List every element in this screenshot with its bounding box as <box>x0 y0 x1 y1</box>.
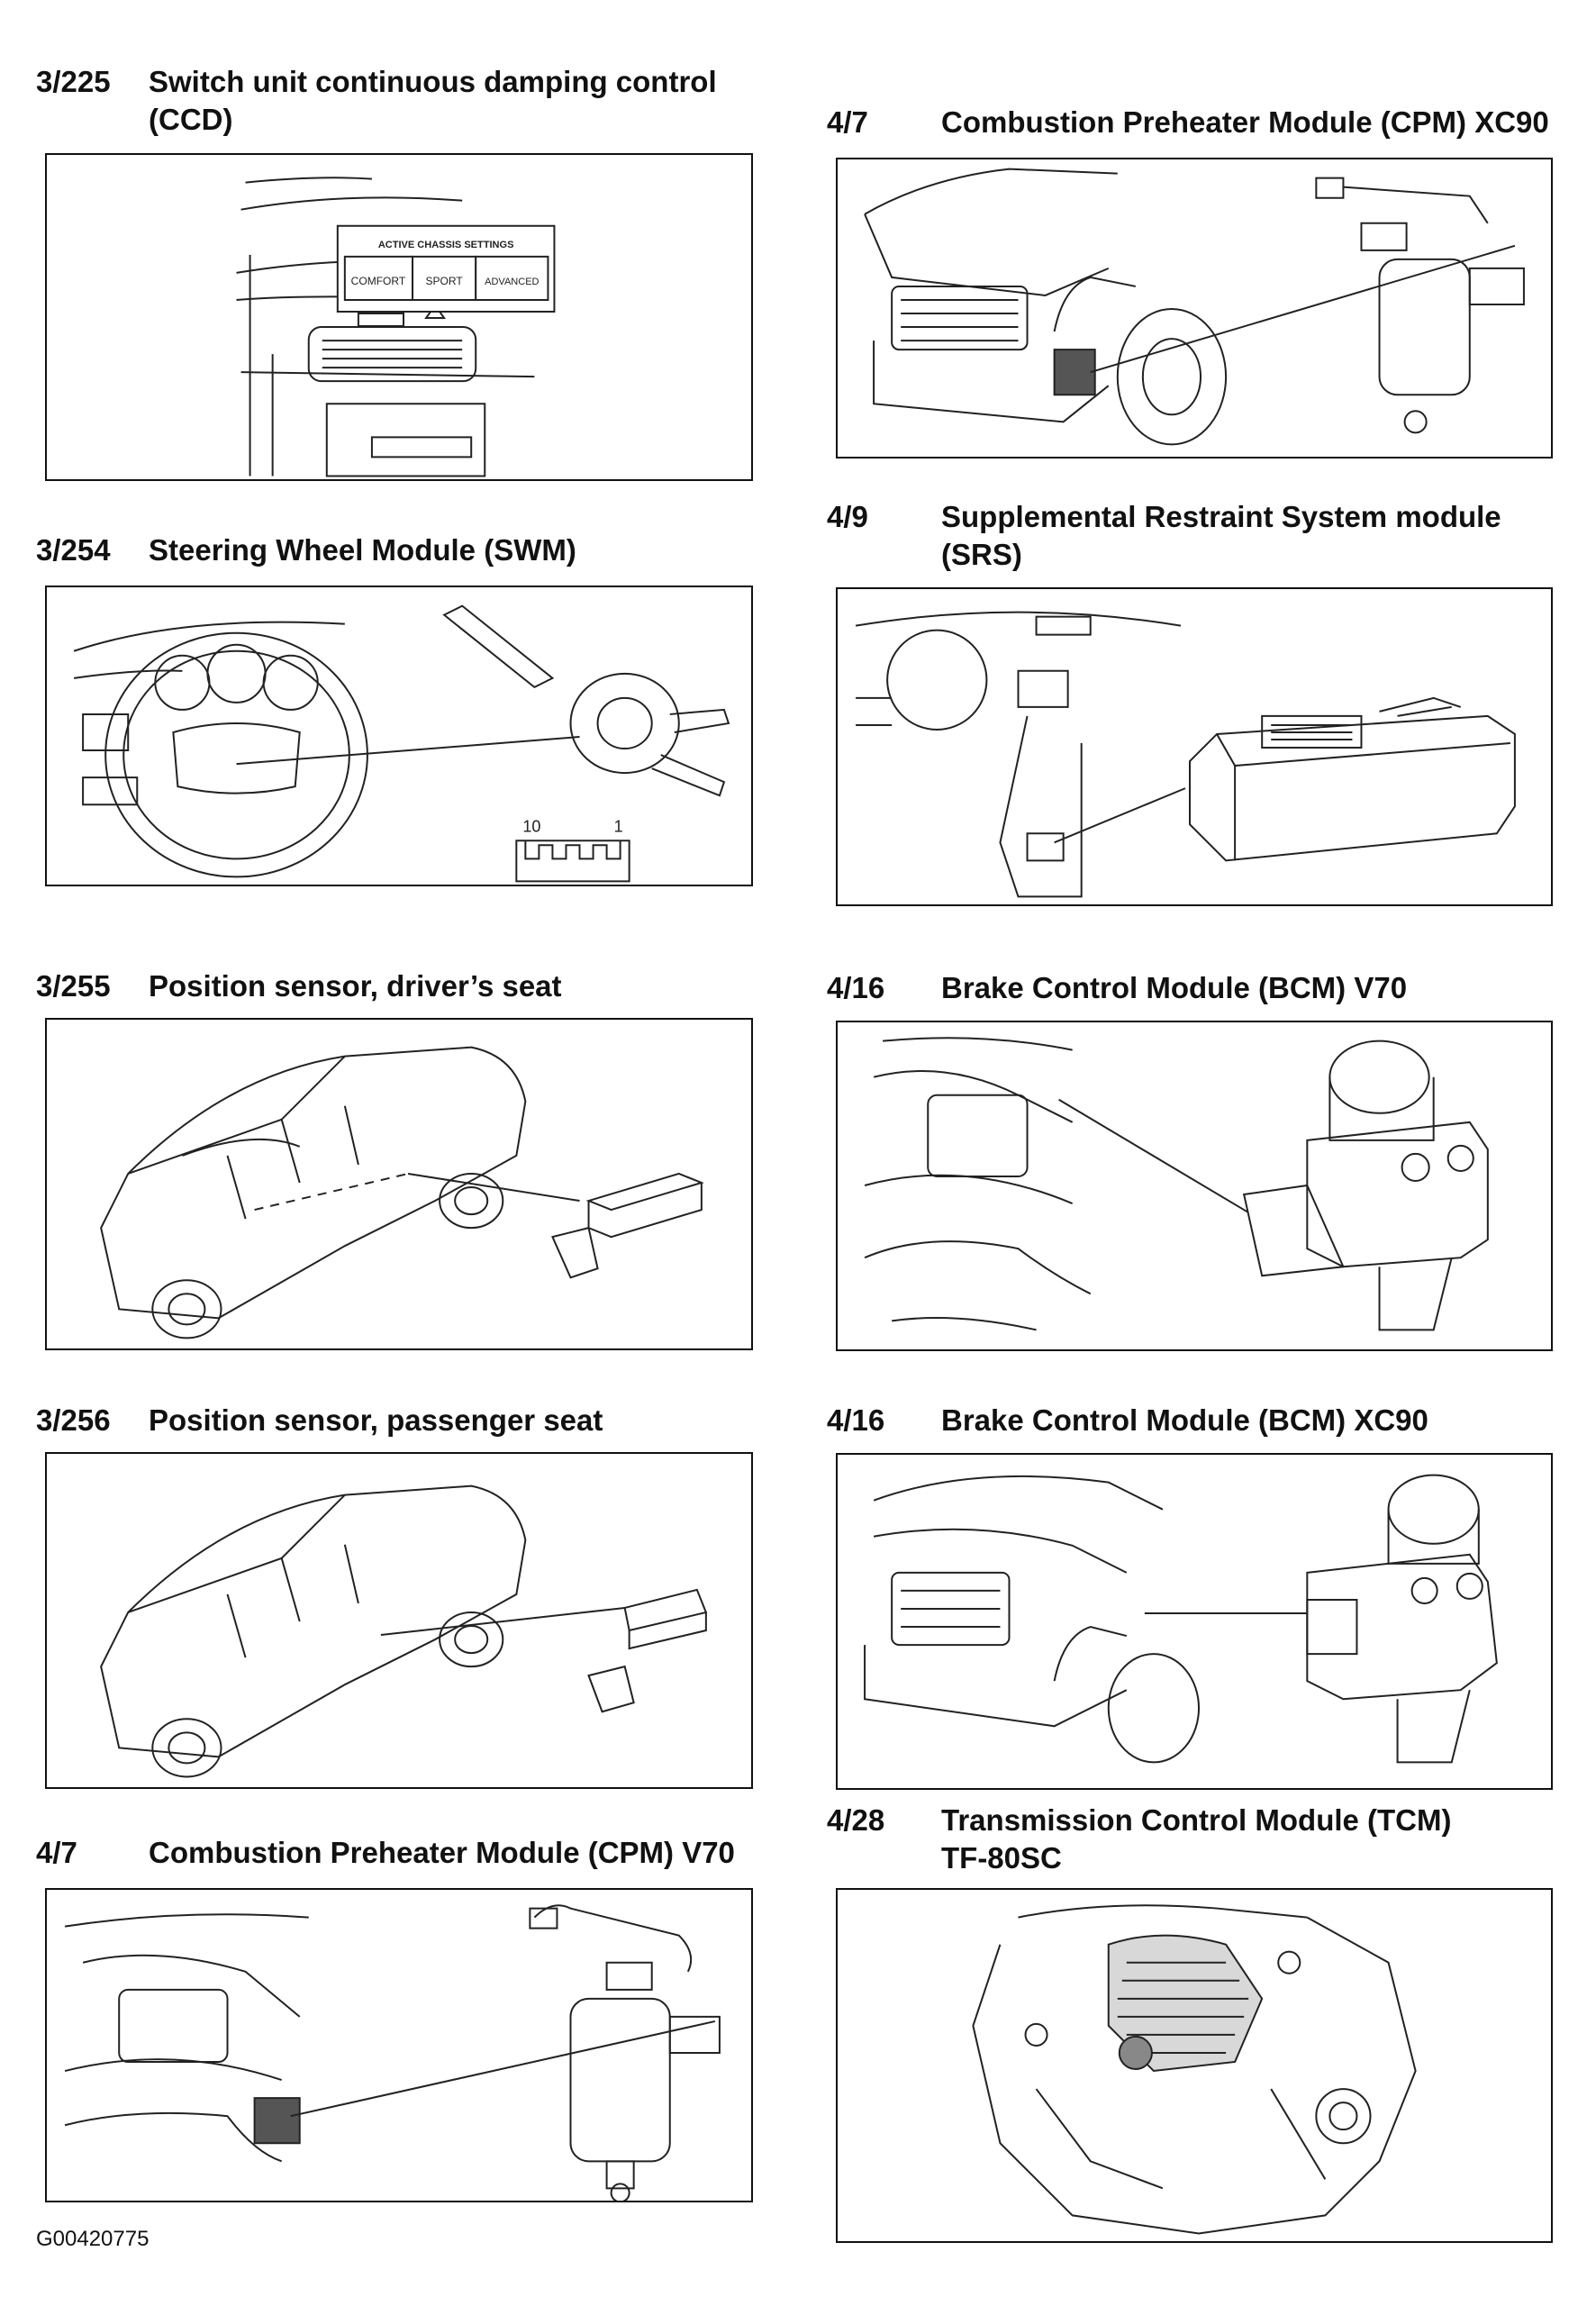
swm-illustration: 10 1 <box>47 587 751 885</box>
entry-number: 4/7 <box>827 105 868 139</box>
figure-passenger-seat-sensor <box>45 1452 753 1789</box>
entry-title: Combustion Preheater Module (CPM) V70 <box>149 1834 833 1872</box>
srs-illustration <box>838 589 1551 904</box>
entry-title: Brake Control Module (BCM) V70 <box>941 969 1572 1007</box>
figure-tcm <box>836 1888 1553 2243</box>
entry-title: Supplemental Restraint System module (SR… <box>941 498 1572 574</box>
entry-title: Combustion Preheater Module (CPM) XC90 <box>941 104 1572 141</box>
entry-number: 3/254 <box>36 533 111 567</box>
entry-number: 4/16 <box>827 971 885 1004</box>
figure-cpm-xc90 <box>836 158 1553 458</box>
document-id: G00420775 <box>36 2227 150 2251</box>
entry-title: Steering Wheel Module (SWM) <box>149 531 833 569</box>
tcm-illustration <box>838 1890 1551 2241</box>
title-line: Steering Wheel Module (SWM) <box>149 533 576 567</box>
entry-title: Transmission Control Module (TCM) TF-80S… <box>941 1802 1572 1877</box>
entry-title: Switch unit continuous damping control (… <box>149 63 833 139</box>
entry-title: Brake Control Module (BCM) XC90 <box>941 1402 1572 1439</box>
bcm-xc90-illustration <box>838 1455 1551 1788</box>
figure-ccd-switch: ACTIVE CHASSIS SETTINGS COMFORT SPORT AD… <box>45 153 753 481</box>
pin-label-right: 1 <box>614 817 623 835</box>
figure-bcm-v70 <box>836 1021 1553 1351</box>
title-line: Position sensor, driver’s seat <box>149 969 562 1003</box>
title-line: (CCD) <box>149 103 233 136</box>
advanced-button-label: ADVANCED <box>485 277 539 287</box>
entry-number: 4/28 <box>827 1803 885 1837</box>
entry-number: 3/225 <box>36 65 111 98</box>
bcm-v70-illustration <box>838 1022 1551 1349</box>
driver-seat-car-illustration <box>47 1020 751 1348</box>
title-line: Switch unit continuous damping control <box>149 65 717 98</box>
entry-number: 3/256 <box>36 1403 111 1437</box>
title-line: Transmission Control Module (TCM) <box>941 1803 1452 1837</box>
title-line: Combustion Preheater Module (CPM) XC90 <box>941 105 1549 139</box>
passenger-seat-car-illustration <box>47 1454 751 1787</box>
comfort-button-label: COMFORT <box>351 275 406 287</box>
figure-srs-module <box>836 587 1553 906</box>
entry-number: 4/9 <box>827 500 868 533</box>
title-line: Brake Control Module (BCM) XC90 <box>941 1403 1428 1437</box>
title-line: Position sensor, passenger seat <box>149 1403 603 1437</box>
title-line: Brake Control Module (BCM) V70 <box>941 971 1408 1004</box>
entry-number: 4/16 <box>827 1403 885 1437</box>
entry-number: 3/255 <box>36 969 111 1003</box>
cpm-xc90-illustration <box>838 159 1551 457</box>
title-line: TF-80SC <box>941 1841 1062 1875</box>
figure-cpm-v70 <box>45 1888 753 2202</box>
figure-bcm-xc90 <box>836 1453 1553 1790</box>
entry-title: Position sensor, passenger seat <box>149 1402 833 1439</box>
figure-steering-wheel-module: 10 1 <box>45 586 753 886</box>
entry-title: Position sensor, driver’s seat <box>149 967 833 1005</box>
title-line: Supplemental Restraint System module <box>941 500 1501 533</box>
ccd-header-label: ACTIVE CHASSIS SETTINGS <box>378 240 514 250</box>
entry-number: 4/7 <box>36 1836 77 1869</box>
figure-driver-seat-sensor <box>45 1018 753 1350</box>
cpm-v70-illustration <box>47 1890 751 2201</box>
pin-label-left: 10 <box>522 817 540 835</box>
ccd-illustration: ACTIVE CHASSIS SETTINGS COMFORT SPORT AD… <box>47 155 751 479</box>
title-line: Combustion Preheater Module (CPM) V70 <box>149 1836 735 1869</box>
sport-button-label: SPORT <box>426 275 464 287</box>
title-line: (SRS) <box>941 538 1022 571</box>
